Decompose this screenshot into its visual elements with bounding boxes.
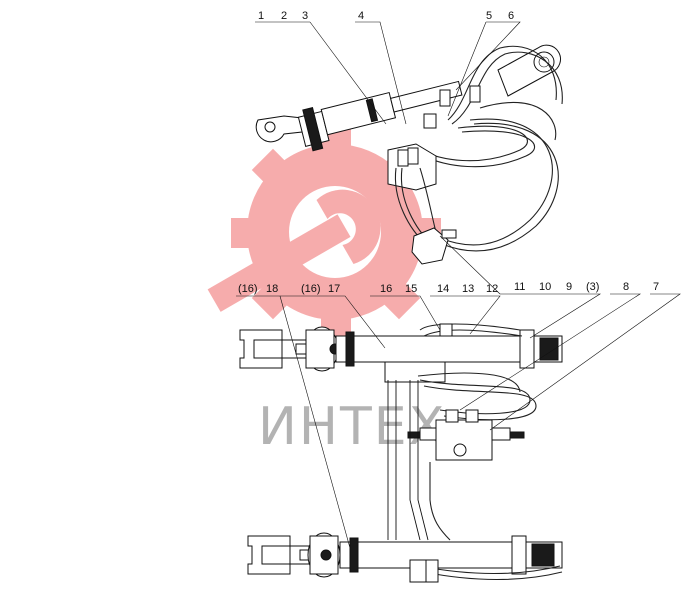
callout-13: 13 <box>462 283 474 295</box>
callout-8: 8 <box>623 281 629 293</box>
center-manifold <box>384 361 537 541</box>
callout-1: 1 <box>258 10 264 22</box>
callout-5: 5 <box>486 10 492 22</box>
callout-9: 9 <box>566 281 572 293</box>
callout-14: 14 <box>437 283 449 295</box>
callout-labels-mid-left: (16) 18 (16) 17 16 15 14 13 12 <box>238 283 498 295</box>
callout-12: 12 <box>486 283 498 295</box>
callout-4: 4 <box>358 10 364 22</box>
callout-3-ref: (3) <box>586 281 599 293</box>
callout-labels-top: 1 2 3 4 5 6 <box>258 10 514 22</box>
callout-16-ref-a: (16) <box>238 283 258 295</box>
callout-10: 10 <box>539 281 551 293</box>
middle-cylinder-assembly <box>239 323 563 372</box>
leader-lines <box>236 21 681 549</box>
callout-15: 15 <box>405 283 417 295</box>
top-cylinder-assembly <box>255 44 563 265</box>
bottom-cylinder-assembly <box>247 532 563 583</box>
callout-18: 18 <box>266 283 278 295</box>
callout-16: 16 <box>380 283 392 295</box>
callout-6: 6 <box>508 10 514 22</box>
watermark-text: ИНТЕХ <box>258 397 446 457</box>
callout-11: 11 <box>514 281 525 293</box>
callout-16-ref-b: (16) <box>301 283 321 295</box>
callout-2: 2 <box>281 10 287 22</box>
callout-7: 7 <box>653 281 659 293</box>
callout-17: 17 <box>328 283 340 295</box>
callout-labels-mid-right: 11 10 9 (3) 8 7 <box>514 281 659 293</box>
callout-3: 3 <box>302 10 308 22</box>
